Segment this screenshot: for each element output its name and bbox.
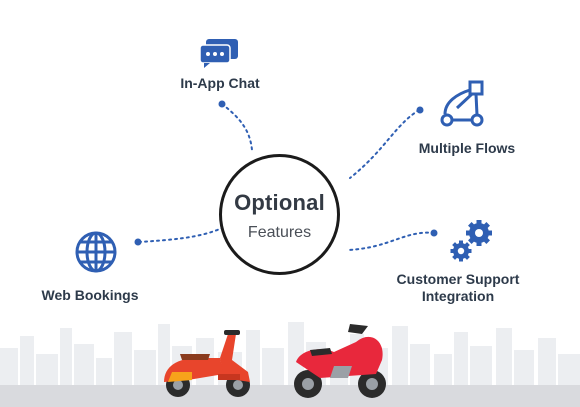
connector-web: [138, 227, 223, 243]
motorbike-icon: [294, 324, 386, 398]
ground: [0, 385, 580, 407]
dot-support: [430, 229, 438, 237]
gears-icon: [450, 220, 492, 262]
connector-chat: [221, 103, 253, 151]
dot-chat: [218, 100, 226, 108]
globe-icon: [75, 231, 117, 273]
dot-web: [134, 238, 142, 246]
flow-icon: [440, 80, 484, 127]
connector-support: [347, 231, 435, 251]
center-title: Optional: [234, 190, 325, 215]
scooter-icon: [164, 330, 250, 397]
chat-icon: [199, 39, 238, 68]
feature-label-support: Customer Support Integration: [392, 271, 524, 305]
feature-label-support-line1: Customer Support: [396, 271, 520, 287]
feature-label-chat: In-App Chat: [180, 75, 260, 91]
center-subtitle: Features: [247, 224, 312, 241]
center-circle: Optional Features: [219, 154, 340, 275]
connector-flows: [349, 109, 420, 179]
dot-flows: [416, 106, 424, 114]
feature-label-web: Web Bookings: [41, 287, 139, 303]
feature-label-flows: Multiple Flows: [418, 140, 516, 156]
feature-label-support-line2: Integration: [421, 288, 495, 304]
